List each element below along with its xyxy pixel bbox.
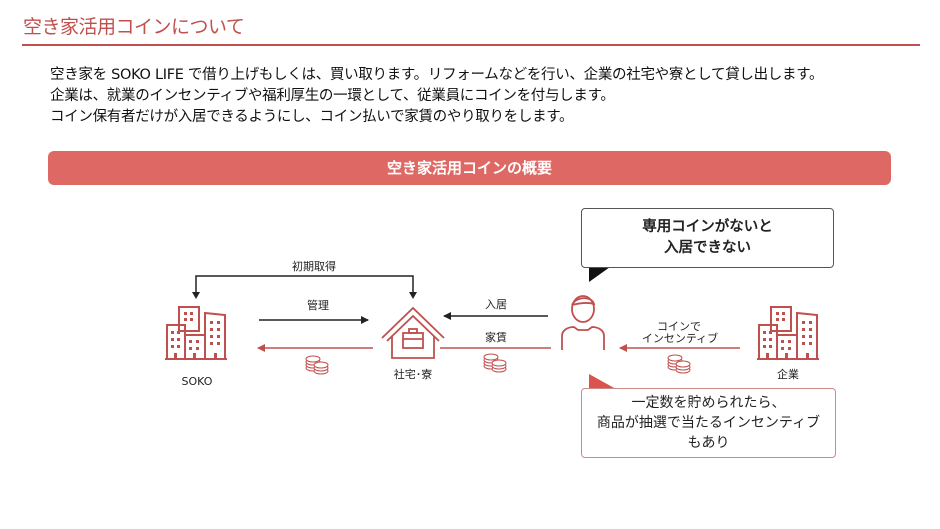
- person-icon: [561, 295, 605, 350]
- bottom-callout-tail: [589, 374, 616, 389]
- initial-acquisition-label: 初期取得: [292, 260, 336, 273]
- callout-no-coin-no-move-in: 専用コインがないと 入居できない: [581, 208, 834, 268]
- soko-label: SOKO: [181, 375, 213, 388]
- intro-line-2: 企業は、就業のインセンティブや福利厚生の一環として、従業員にコインを付与します。: [50, 88, 615, 104]
- callout-lottery-incentive: 一定数を貯められたら、 商品が抽選で当たるインセンティブ もあり: [581, 388, 836, 458]
- arrowhead-to-housing: [409, 292, 417, 299]
- coin-incentive-label-2: インセンティブ: [641, 332, 719, 345]
- callout-bottom-line-2: 商品が抽選で当たるインセンティブ: [596, 415, 821, 431]
- initial-acquisition-connector: [195, 275, 414, 294]
- move-in-label: 入居: [485, 298, 507, 311]
- housing-label: 社宅･寮: [393, 368, 433, 381]
- coin-incentive-label-1: コインで: [657, 320, 701, 333]
- section-header-band: 空き家活用コインの概要: [48, 151, 891, 185]
- house-briefcase-icon: [381, 306, 445, 359]
- soko-buildings-icon: [164, 306, 228, 360]
- callout-bottom-line-1: 一定数を貯められたら、: [631, 395, 786, 411]
- callout-top-line-2: 入居できない: [664, 240, 751, 256]
- management-label: 管理: [307, 299, 329, 312]
- page-title: 空き家活用コインについて: [23, 16, 245, 38]
- coin-stack-icon-soko: [305, 355, 329, 375]
- company-buildings-icon: [756, 306, 820, 360]
- coin-stack-icon-incentive: [667, 354, 691, 374]
- rent-label: 家賃: [485, 331, 507, 344]
- top-callout-tail: [589, 267, 610, 282]
- arrowhead-to-soko: [192, 292, 200, 299]
- coin-stack-icon-rent: [483, 353, 507, 373]
- company-label: 企業: [777, 368, 799, 381]
- intro-line-3: コイン保有者だけが入居できるようにし、コイン払いで家賃のやり取りをします。: [50, 109, 574, 125]
- intro-line-1: 空き家を SOKO LIFE で借り上げもしくは、買い取ります。リフォームなどを…: [50, 67, 824, 83]
- title-divider: [22, 44, 920, 46]
- callout-top-line-1: 専用コインがないと: [642, 219, 773, 235]
- callout-bottom-line-3: もあり: [687, 435, 730, 451]
